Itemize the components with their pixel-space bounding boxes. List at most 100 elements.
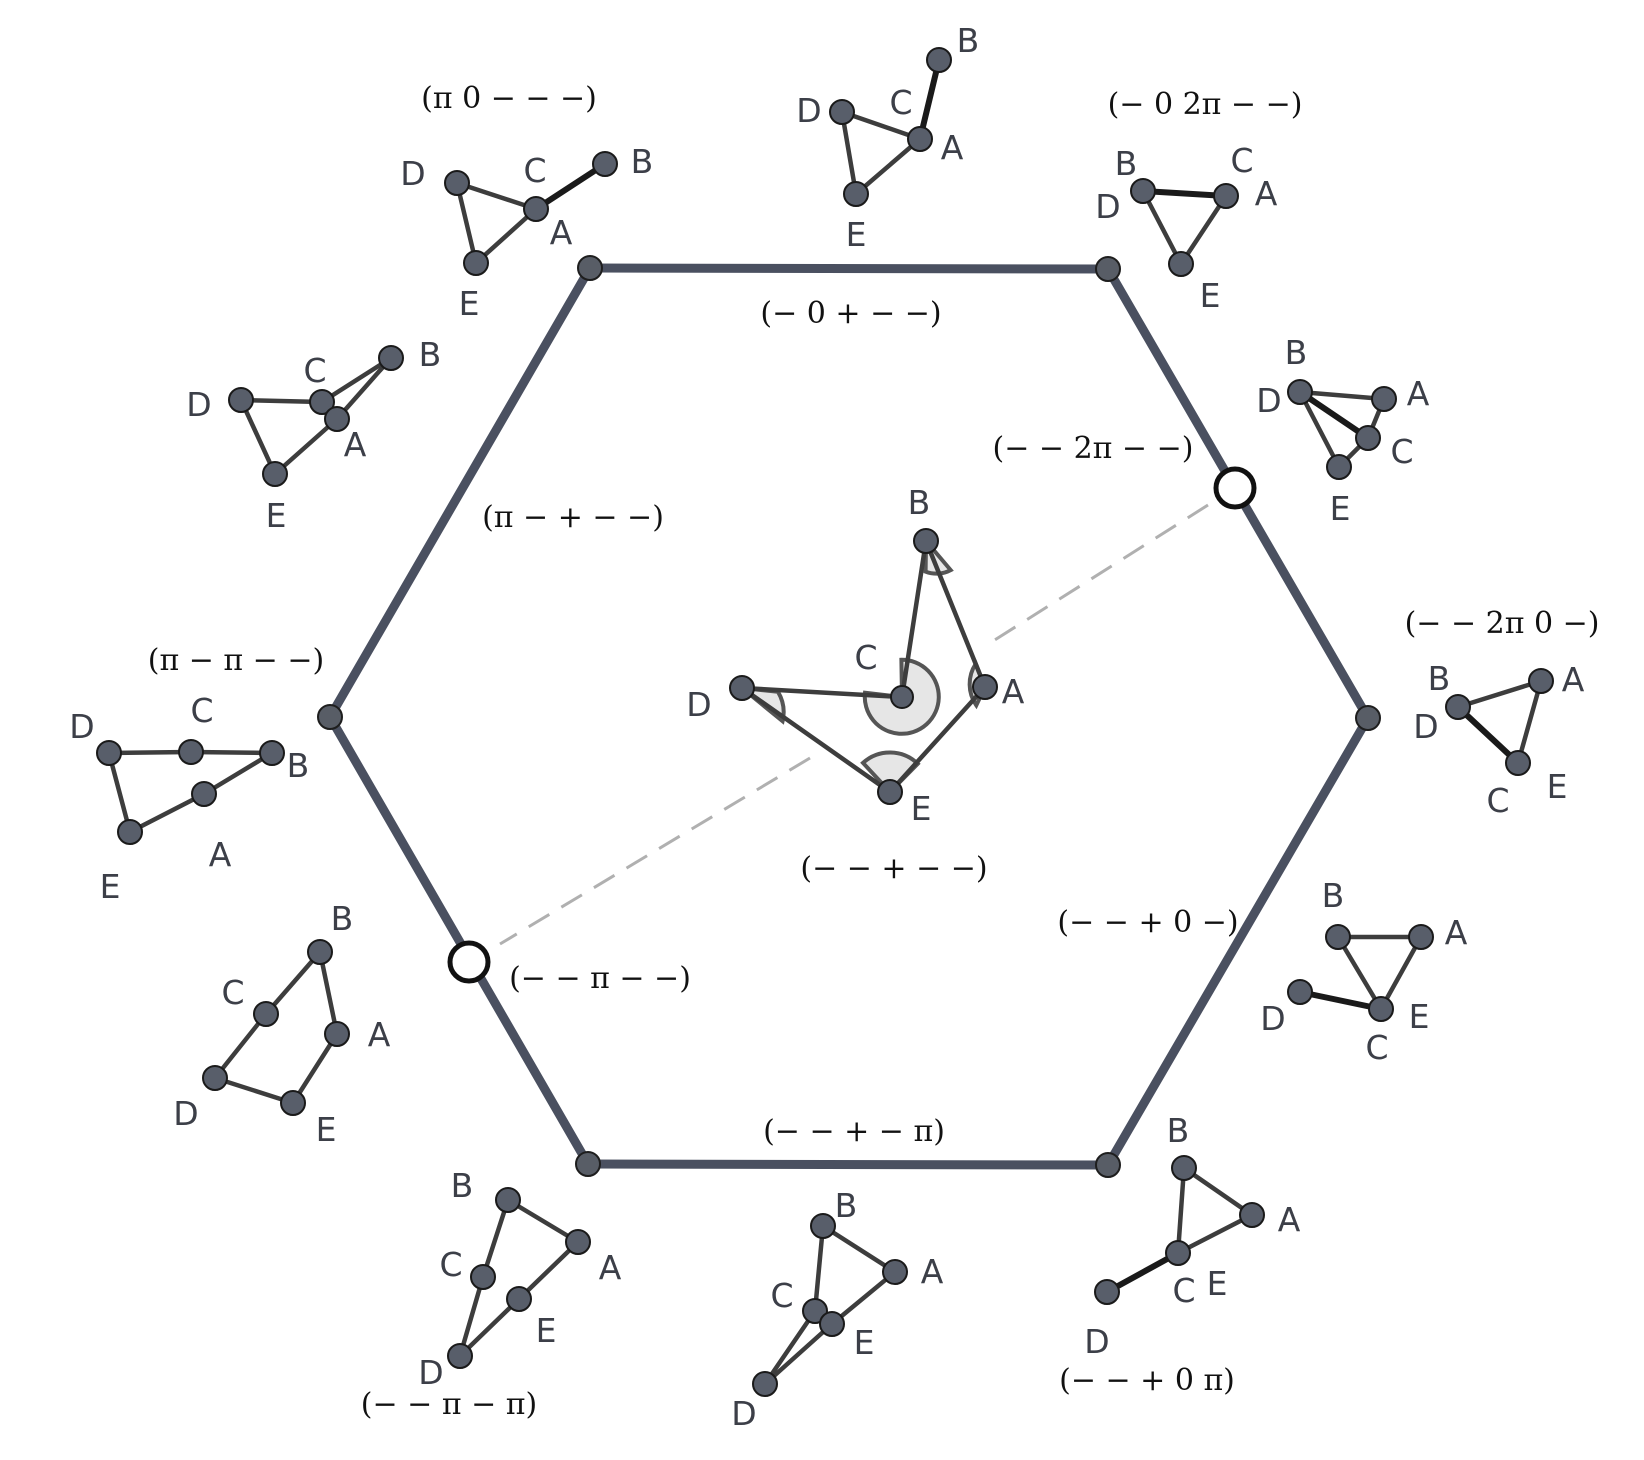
label-d: D	[1095, 187, 1120, 226]
link	[1178, 193, 1229, 267]
label-d: D	[1260, 999, 1285, 1038]
joint-a	[882, 1259, 908, 1285]
label-e: E	[316, 1110, 337, 1149]
joint-e	[843, 181, 869, 207]
edge-label-upper-right: (− − 2π − −)	[993, 431, 1194, 466]
configuration-upper-left: B D C A E	[186, 335, 441, 535]
joint-d	[444, 170, 470, 196]
joint-ce	[1165, 1240, 1191, 1266]
hexagon-vertex-bottom-left	[575, 1151, 601, 1177]
vertex-label-bottom-right: (− − + 0 π)	[1059, 1363, 1235, 1398]
joint-a	[565, 1229, 591, 1255]
label-d: D	[1413, 707, 1438, 746]
configuration-top: B D C A E	[796, 21, 979, 254]
joint-e	[506, 1286, 532, 1312]
link	[290, 1031, 340, 1106]
configuration-top-left: B D C A E	[400, 142, 653, 323]
link	[457, 1274, 486, 1359]
configuration-bottom-right: B A C E D	[1084, 1111, 1300, 1361]
special-point-upper-right	[1213, 466, 1257, 510]
hexagon-edge-lower-left	[325, 712, 593, 1169]
label-e: E	[1200, 276, 1221, 315]
joint-a	[1408, 924, 1434, 950]
link	[457, 1296, 522, 1359]
configuration-lower-right: B A D C E	[1260, 876, 1467, 1067]
joint-e	[819, 1311, 845, 1337]
label-c: C	[523, 151, 546, 190]
dashed-diagonal	[499, 503, 1209, 946]
link	[812, 1223, 826, 1314]
joint-c	[470, 1264, 496, 1290]
joint-a	[324, 1021, 350, 1047]
label-b: B	[1285, 333, 1308, 372]
joint-b	[307, 939, 333, 965]
label-a: A	[550, 213, 573, 252]
label-e: E	[266, 496, 287, 535]
label-b: B	[287, 746, 310, 785]
joint-c	[1355, 425, 1381, 451]
label-e: E	[1207, 1264, 1228, 1303]
label-c: C	[770, 1276, 793, 1315]
label-c: C	[221, 973, 244, 1012]
link	[106, 749, 194, 756]
joint-e	[1168, 251, 1194, 277]
joint-a	[1239, 1202, 1265, 1228]
label-b: B	[331, 899, 354, 938]
label-b: B	[419, 335, 442, 374]
label-a: A	[921, 1252, 944, 1291]
hexagon-vertex-right	[1355, 705, 1381, 731]
link	[473, 206, 539, 266]
label-c: C	[1390, 432, 1413, 471]
center-link-ba	[923, 538, 988, 690]
joint-b	[259, 740, 285, 766]
link	[820, 1223, 898, 1275]
joint-d	[96, 740, 122, 766]
link	[1297, 389, 1371, 441]
joint-e	[280, 1090, 306, 1116]
vertex-label-top-left: (π 0 − − −)	[421, 81, 597, 116]
link	[1297, 389, 1342, 470]
label-b: B	[835, 1186, 858, 1225]
label-c: C	[303, 351, 326, 390]
hexagon-edge-bottom	[583, 1159, 1113, 1170]
link	[1175, 1165, 1187, 1256]
link	[829, 1269, 898, 1327]
label-c: C	[1365, 1028, 1388, 1067]
label-d: D	[400, 154, 425, 193]
joint-c	[178, 739, 204, 765]
vertex-label-left: (π − π − −)	[148, 643, 324, 678]
link	[1297, 389, 1387, 402]
link	[1140, 188, 1229, 199]
center-joint-a	[972, 674, 998, 700]
label-e: E	[459, 284, 480, 323]
center-joint-e	[877, 779, 903, 805]
center-label-a: A	[1002, 672, 1025, 711]
hexagon-vertex-top-left	[577, 255, 603, 281]
joint-bd	[1130, 178, 1156, 204]
center-link-ae	[887, 684, 988, 795]
label-b: B	[1428, 659, 1451, 698]
label-d: D	[418, 1353, 443, 1392]
center-link-bc	[899, 538, 929, 700]
joint-b	[495, 1187, 521, 1213]
label-a: A	[1255, 174, 1278, 213]
link	[1515, 678, 1544, 766]
label-e: E	[536, 1311, 557, 1350]
joint-a	[1528, 668, 1554, 694]
label-c: C	[889, 83, 912, 122]
center-joint-b	[913, 528, 939, 554]
link	[238, 397, 278, 477]
center-joint-d	[729, 675, 755, 701]
label-a: A	[344, 425, 367, 464]
joint-b	[592, 151, 618, 177]
link	[1378, 934, 1424, 1012]
link	[839, 109, 923, 142]
link	[238, 397, 325, 405]
joint-e	[117, 819, 143, 845]
joint-a	[324, 406, 350, 432]
configuration-left: D C B A E	[69, 691, 309, 906]
joint-a	[1371, 386, 1397, 412]
link	[212, 1011, 269, 1081]
link	[480, 1197, 511, 1280]
label-d: D	[186, 385, 211, 424]
